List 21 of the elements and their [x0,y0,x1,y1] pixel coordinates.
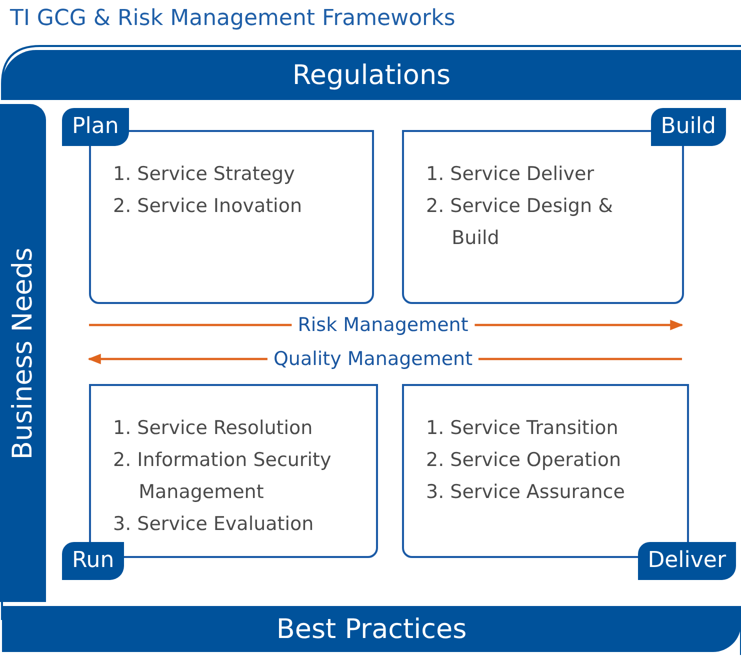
list-item: 1. Service Strategy [113,162,296,187]
band-label: Best Practices [276,614,467,644]
list-item: 1. Service Deliver [426,162,596,187]
band-label: Business Needs [8,246,38,460]
list-item: 2. Information Security Management [113,448,332,505]
list-item: 2. Service Inovation [113,194,303,219]
flow-label: Risk Management [292,314,474,336]
band-label: Regulations [292,60,451,90]
list-item: 3. Service Evaluation [113,512,315,537]
title: TI GCG & Risk Management Frameworks [10,6,456,31]
flow-label: Quality Management [267,348,479,370]
tab-label: Build [650,108,726,146]
tab-label: Deliver [638,542,736,580]
list-item: 2. Service Design & Build [426,194,614,251]
list-item: 2. Service Operation [426,448,622,473]
list-item: 1. Service Transition [426,416,620,441]
tab-label: Plan [62,108,129,146]
side-band [0,104,46,602]
tab-label: Run [62,542,124,580]
list-item: 3. Service Assurance [426,480,626,505]
list-item: 1. Service Resolution [113,416,314,441]
